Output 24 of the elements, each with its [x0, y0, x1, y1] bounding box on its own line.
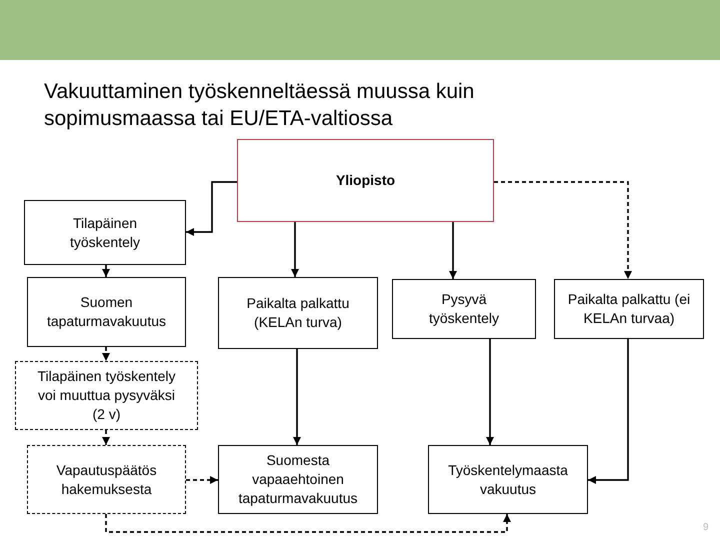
arrow	[102, 265, 110, 277]
dashed-box: Tilapäinen työskentely voi muuttua pysyväksi (2 v)	[15, 361, 198, 430]
page-number: 9	[703, 522, 709, 533]
arrow	[449, 222, 457, 279]
arrow	[186, 181, 237, 236]
process-box: Pysyvä työskentely	[392, 279, 536, 339]
process-box: Suomen tapaturmavakuutus	[27, 277, 186, 347]
arrow	[186, 476, 218, 484]
process-box: Suomesta vapaaehtoinen tapaturmavakuutus	[218, 445, 378, 514]
process-box: Paikalta palkattu (ei KELAn turvaa)	[554, 279, 704, 339]
process-box: Työskentelymaasta vakuutus	[428, 445, 588, 514]
arrow	[494, 181, 632, 279]
dashed-box: Vapautuspäätös hakemuksesta	[27, 445, 186, 514]
process-box: Tilapäinen työskentely	[24, 200, 186, 265]
arrow	[102, 347, 110, 361]
slide-title: Vakuuttaminen työskenneltäessä muussa kuin sopimusmaassa tai EU/ETA-valtiossa	[44, 79, 476, 132]
arrow	[291, 222, 299, 277]
arrow	[105, 514, 511, 533]
arrow	[293, 349, 301, 445]
arrow	[588, 339, 629, 484]
process-box: Paikalta palkattu (KELAn turva)	[218, 277, 378, 349]
process-box: Yliopisto	[237, 139, 494, 222]
arrow	[486, 339, 494, 445]
arrow	[102, 430, 110, 445]
